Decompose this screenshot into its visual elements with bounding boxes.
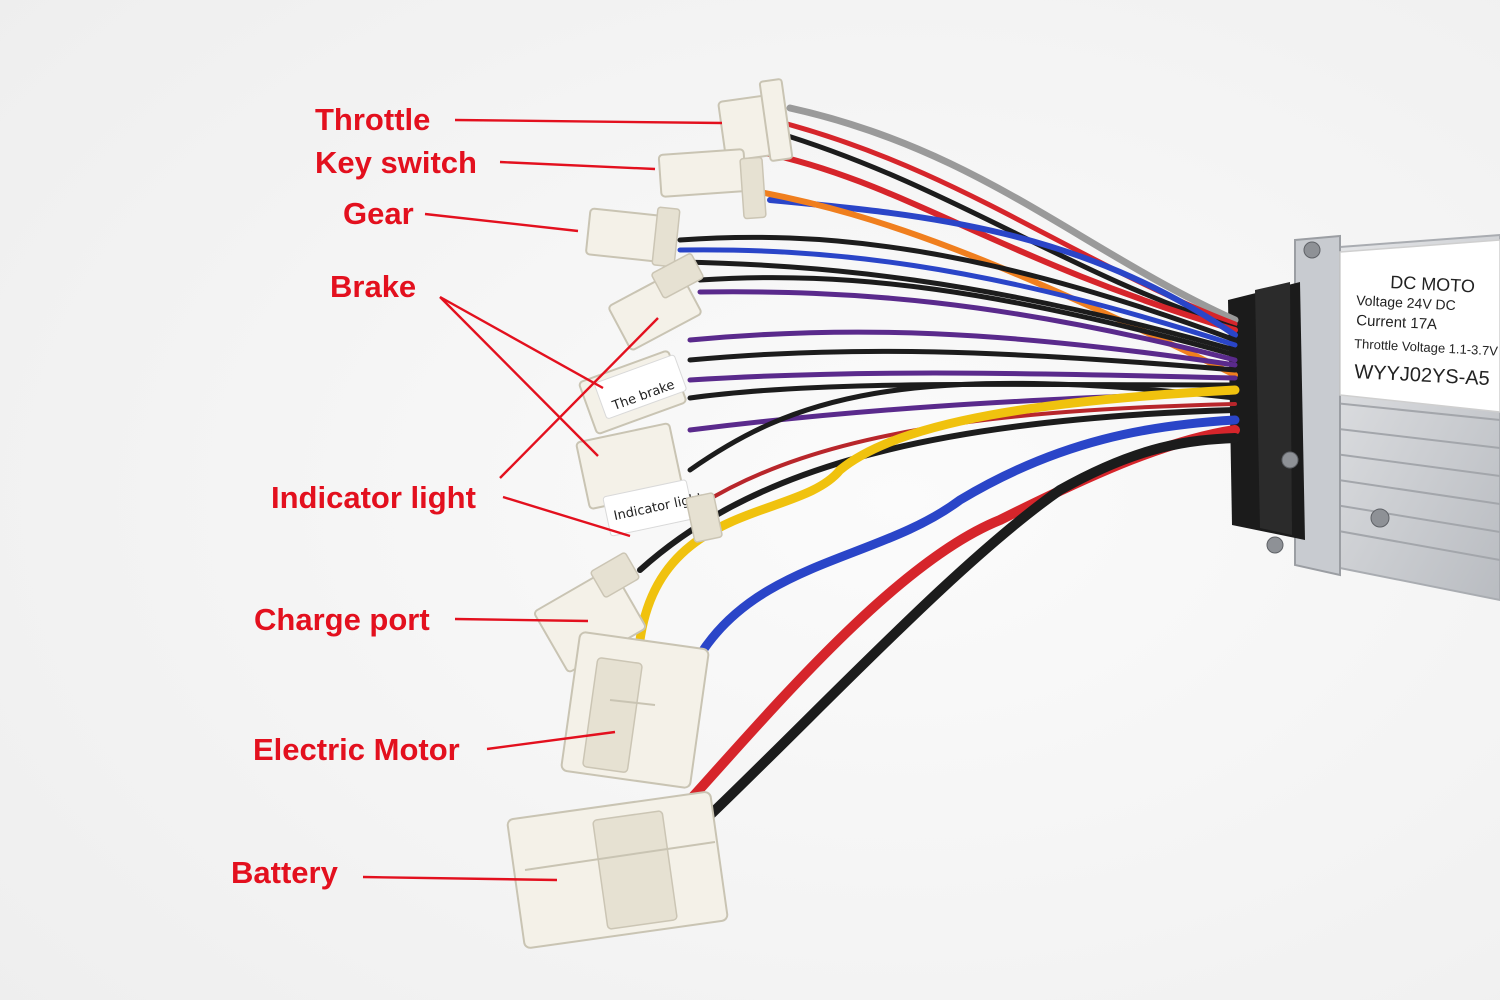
leader-lines xyxy=(362,118,723,882)
controller-box: DC MOTO Voltage 24V DC Current 17A Throt… xyxy=(1228,233,1500,602)
wire-yellow xyxy=(635,385,1240,645)
screw-icon xyxy=(1266,536,1284,554)
wire-black xyxy=(677,259,1238,353)
indicator-leader-down xyxy=(502,495,631,538)
wire-black xyxy=(700,433,1240,825)
charge-port-label: Charge port xyxy=(254,602,430,637)
throttle-label: Throttle xyxy=(315,102,430,137)
key-switch-connector xyxy=(657,148,767,220)
key-switch-leader xyxy=(499,160,656,171)
throttle-connector xyxy=(717,78,794,162)
wire-black xyxy=(687,348,1238,373)
wire-purple xyxy=(687,370,1238,383)
gear-leader xyxy=(424,212,579,233)
brake-leader-1 xyxy=(439,295,604,390)
plate-current: Current 17A xyxy=(1356,312,1438,333)
screw-icon xyxy=(1370,508,1390,528)
brake-label: Brake xyxy=(330,269,416,304)
electric-motor-leader xyxy=(486,730,616,751)
wire-black xyxy=(772,129,1238,331)
wire-bundle xyxy=(635,104,1240,825)
battery-leader xyxy=(362,875,558,882)
indicator-light-label: Indicator light xyxy=(271,480,476,515)
charge-port-connector xyxy=(533,552,647,673)
battery-connector xyxy=(506,791,729,949)
plate-title: DC MOTO xyxy=(1390,272,1476,296)
callout-labels: Throttle Key switch Gear Brake Indicator… xyxy=(231,102,477,890)
battery-label: Battery xyxy=(231,855,339,890)
gear-label: Gear xyxy=(343,196,414,231)
wire-blue xyxy=(767,197,1238,338)
wire-blue xyxy=(695,415,1240,660)
wire-gray xyxy=(786,104,1239,324)
electric-motor-connector xyxy=(560,631,710,789)
screw-icon xyxy=(1303,241,1321,259)
throttle-leader xyxy=(454,118,723,125)
key-switch-label: Key switch xyxy=(315,145,477,180)
connectors: The brake Indicator light xyxy=(506,78,794,949)
brake-tag xyxy=(594,354,687,419)
wire-purple xyxy=(697,289,1238,363)
wire-black xyxy=(687,380,1238,473)
charge-port-leader xyxy=(454,617,589,623)
wire-blue xyxy=(677,247,1238,348)
wire-black xyxy=(677,234,1238,343)
screw-icon xyxy=(1281,451,1299,469)
gear-connector xyxy=(585,206,681,268)
plate-voltage: Voltage 24V DC xyxy=(1356,292,1456,313)
spec-label-plate xyxy=(1339,239,1500,413)
wire-purple xyxy=(687,329,1238,368)
indicator-leader-up xyxy=(499,317,659,479)
brake-connector-1 xyxy=(608,253,704,351)
brake-leader-2 xyxy=(439,296,599,457)
electric-motor-label: Electric Motor xyxy=(253,732,460,767)
wire-black xyxy=(697,275,1238,358)
indicator-connector: Indicator light xyxy=(575,422,723,543)
brake-connector-2: The brake xyxy=(578,350,687,435)
